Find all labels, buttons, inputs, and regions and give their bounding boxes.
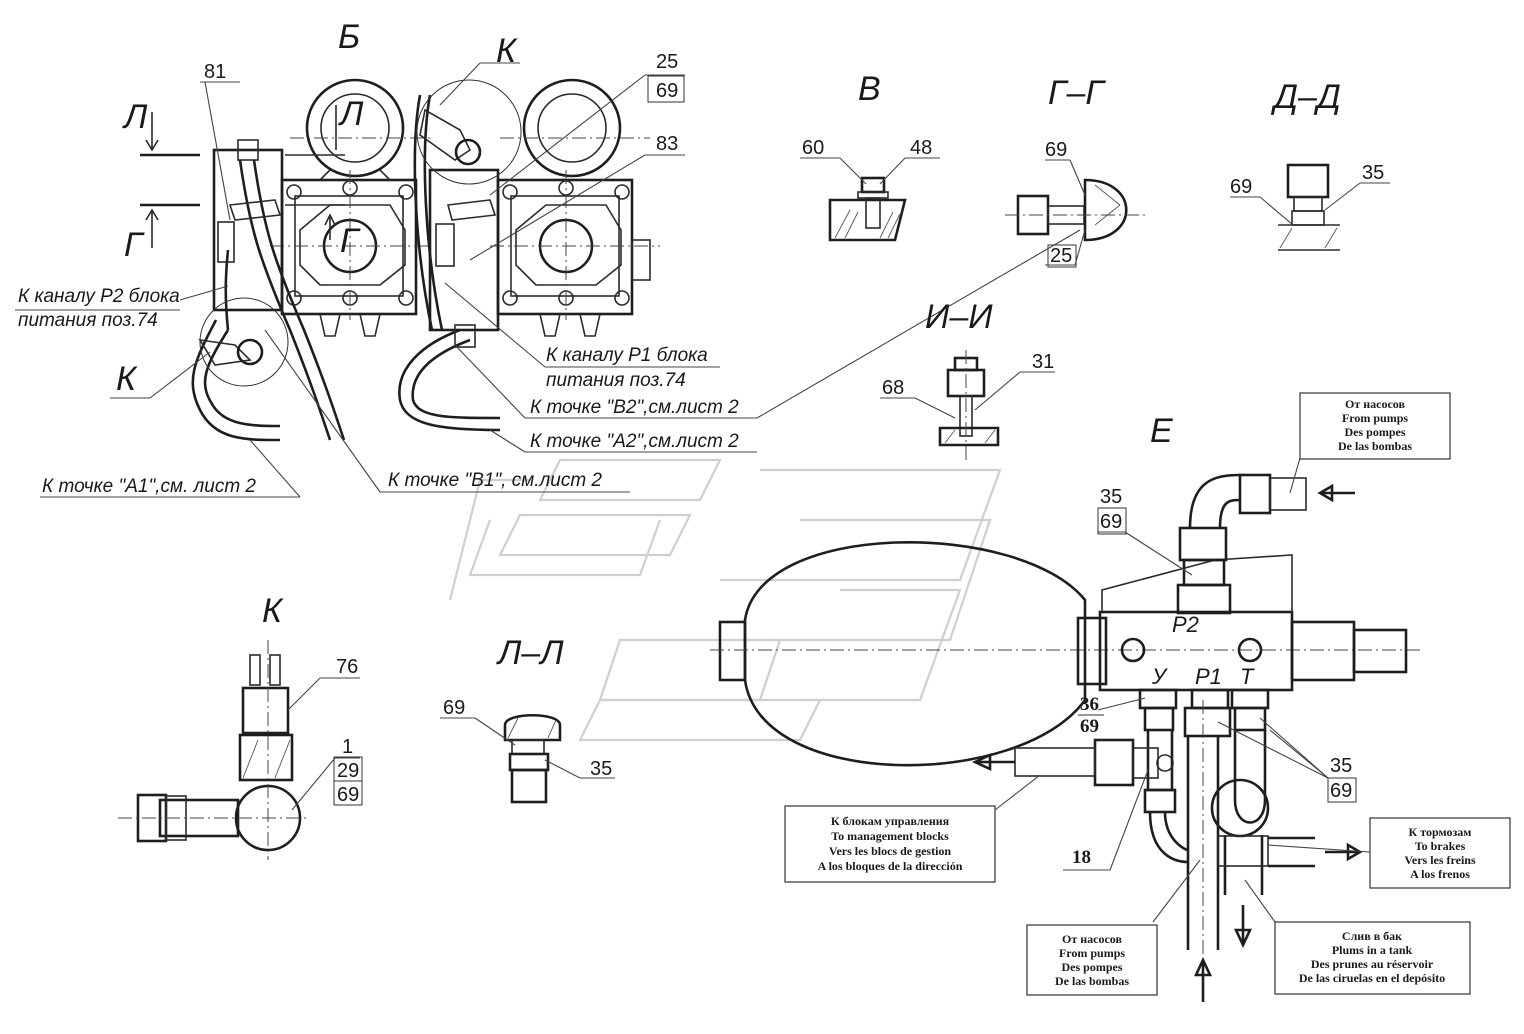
- port-p2: Р2: [1172, 612, 1199, 637]
- view-l-l: [440, 714, 615, 804]
- port-u: У: [1151, 664, 1168, 689]
- box-text: От насосов: [1062, 932, 1122, 946]
- box-to-management: К блокам управления To management blocks…: [784, 805, 996, 883]
- callout-69-k: 69: [337, 784, 359, 806]
- box-text: Слив в бак: [1342, 929, 1402, 943]
- box-to-brakes: К тормозам To brakes Vers les freins A l…: [1369, 817, 1511, 889]
- callout-35-ll: 35: [590, 758, 612, 780]
- view-k-detail: [118, 640, 360, 860]
- callout-35-e2: 35: [1330, 755, 1352, 777]
- box-text: Des pompes: [1061, 960, 1122, 974]
- box-drain: Слив в бак Plums in a tank Des prunes au…: [1274, 921, 1471, 995]
- section-mark-l: Л: [122, 98, 148, 136]
- view-mark-k: К: [116, 360, 138, 398]
- box-text: To brakes: [1415, 839, 1466, 853]
- view-v: [800, 157, 940, 242]
- box-text: De las ciruelas en el depósito: [1299, 971, 1445, 985]
- box-text: Vers les blocs de gestion: [829, 844, 952, 858]
- view-title-i-i: И–И: [925, 298, 993, 336]
- box-text: From pumps: [1342, 411, 1408, 425]
- callout-35-e: 35: [1100, 486, 1122, 508]
- callout-18: 18: [1072, 847, 1091, 868]
- callout-29: 29: [337, 760, 359, 782]
- view-title-l-l: Л–Л: [496, 634, 564, 672]
- box-text: От насосов: [1345, 397, 1405, 411]
- view-g-g: [1005, 159, 1145, 266]
- callout-25-gg: 25: [1050, 245, 1072, 267]
- callout-36: 36: [1080, 694, 1099, 715]
- note-p2-line1: К каналу Р2 блока: [18, 286, 180, 307]
- callout-48: 48: [910, 137, 932, 159]
- view-title-e: Е: [1150, 412, 1173, 450]
- callout-69-ll: 69: [443, 697, 465, 719]
- box-text: De las bombas: [1338, 439, 1412, 453]
- box-text: Plums in a tank: [1332, 943, 1413, 957]
- callout-69-e: 69: [1100, 511, 1122, 533]
- callout-69-gg: 69: [1045, 139, 1067, 161]
- callout-76: 76: [336, 656, 358, 678]
- box-text: A los frenos: [1410, 867, 1470, 881]
- callout-83: 83: [656, 133, 678, 155]
- view-title-k-detail: К: [262, 592, 284, 630]
- box-text: Des prunes au réservoir: [1311, 957, 1434, 971]
- view-d-d: [1230, 163, 1390, 251]
- callout-81: 81: [204, 61, 226, 83]
- note-a2: К точке "А2",см.лист 2: [530, 431, 739, 452]
- callout-69-e2: 69: [1080, 716, 1099, 737]
- note-p2-line2: питания поз.74: [18, 310, 158, 331]
- box-text: To management blocks: [831, 829, 949, 843]
- section-mark-g: Г: [124, 226, 145, 264]
- box-text: К тормозам: [1409, 825, 1472, 839]
- view-i-i: [880, 350, 1055, 460]
- callout-35-dd: 35: [1362, 162, 1384, 184]
- port-p1: Р1: [1195, 664, 1222, 689]
- callout-31: 31: [1032, 351, 1054, 373]
- callout-69-top: 69: [656, 80, 678, 102]
- note-b1: К точке "В1", см.лист 2: [388, 470, 602, 491]
- box-from-pumps-top: От насосов From pumps Des pompes De las …: [1299, 392, 1451, 460]
- view-e-assembly: [710, 457, 1420, 1002]
- section-mark-l-small: Л: [338, 95, 364, 133]
- view-title-b: Б: [338, 18, 360, 56]
- box-text: From pumps: [1059, 946, 1125, 960]
- view-title-k-top: К: [496, 32, 518, 70]
- callout-69-dd: 69: [1230, 176, 1252, 198]
- view-title-d-d: Д–Д: [1270, 78, 1341, 116]
- note-a1: К точке "А1",см. лист 2: [42, 476, 256, 497]
- callout-1: 1: [342, 736, 353, 758]
- note-b2: К точке "В2",см.лист 2: [530, 397, 739, 418]
- callout-68: 68: [882, 377, 904, 399]
- view-title-v: В: [858, 70, 881, 108]
- box-text: De las bombas: [1055, 974, 1129, 988]
- box-text: Des pompes: [1344, 425, 1405, 439]
- view-title-g-g: Г–Г: [1048, 74, 1106, 112]
- callout-25: 25: [656, 51, 678, 73]
- box-text: К блокам управления: [831, 814, 950, 828]
- view-b-assembly: [15, 62, 1081, 498]
- callout-69-e3: 69: [1330, 780, 1352, 802]
- box-text: A los bloques de la dirección: [818, 859, 963, 873]
- note-p1-line2: питания поз.74: [546, 370, 686, 391]
- box-from-pumps-bottom: От насосов From pumps Des pompes De las …: [1026, 924, 1158, 996]
- box-text: Vers les freins: [1404, 853, 1476, 867]
- watermark-logo: [448, 458, 1002, 742]
- section-mark-g-small: Г: [340, 222, 361, 260]
- note-p1-line1: К каналу Р1 блока: [546, 345, 708, 366]
- port-t: Т: [1240, 664, 1255, 689]
- callout-60: 60: [802, 137, 824, 159]
